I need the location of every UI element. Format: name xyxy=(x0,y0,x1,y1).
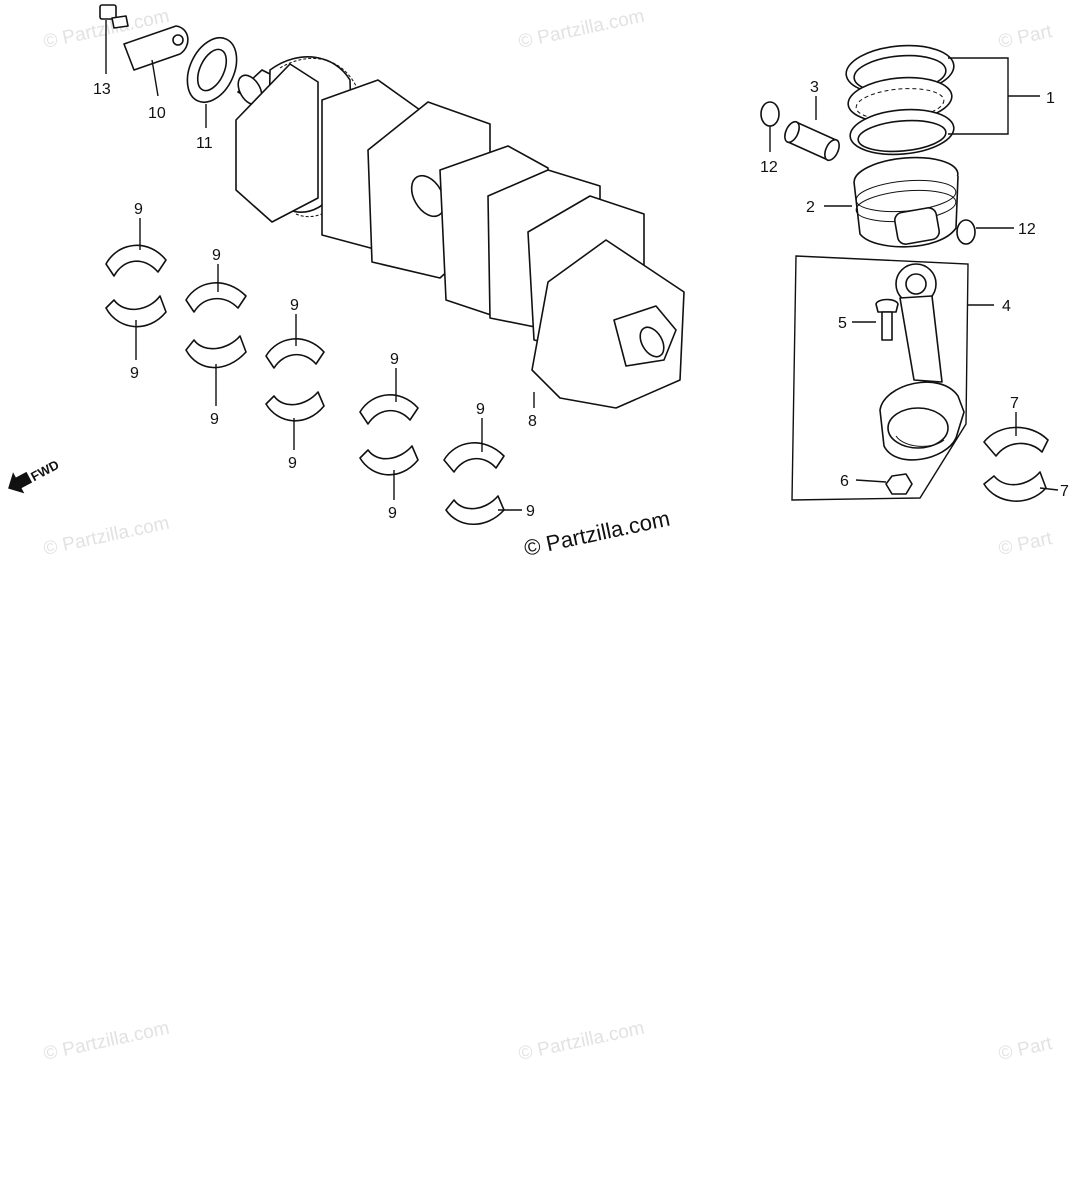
callout-1: 1 xyxy=(1046,90,1055,107)
callout-5: 5 xyxy=(838,315,847,332)
crankshaft xyxy=(235,56,685,409)
connecting-rod xyxy=(879,263,965,461)
callout-6: 6 xyxy=(840,473,849,490)
seal-plate xyxy=(123,25,189,71)
callout-9: 9 xyxy=(212,247,221,264)
fwd-label: FWD xyxy=(28,457,61,484)
piston-pin xyxy=(784,120,840,162)
callout-8: 8 xyxy=(528,413,537,430)
callout-9: 9 xyxy=(288,455,297,472)
callout-9: 9 xyxy=(476,401,485,418)
callout-3: 3 xyxy=(810,79,819,96)
piston xyxy=(853,156,959,248)
piston-pin-clip xyxy=(760,101,780,127)
callout-9: 9 xyxy=(210,411,219,428)
callout-9: 9 xyxy=(134,201,143,218)
watermark: © Partzilla.com xyxy=(517,6,647,53)
bolt xyxy=(99,4,129,29)
callout-2: 2 xyxy=(806,199,815,216)
watermark: © Part xyxy=(997,21,1055,53)
forward-arrow: FWD xyxy=(8,457,61,494)
watermark: © Part xyxy=(997,1033,1055,1065)
watermark: © Partzilla.com xyxy=(42,1018,172,1065)
callout-7: 7 xyxy=(1010,395,1019,412)
watermark: © Part xyxy=(997,528,1055,560)
callout-11: 11 xyxy=(196,135,213,152)
callout-9: 9 xyxy=(526,503,535,520)
callout-13: 13 xyxy=(93,81,111,98)
callout-9: 9 xyxy=(388,505,397,522)
watermark: © Partzilla.com xyxy=(517,1018,647,1065)
main-bearings xyxy=(105,244,505,525)
callout-7: 7 xyxy=(1060,483,1069,500)
callout-9: 9 xyxy=(290,297,299,314)
callout-4: 4 xyxy=(1002,298,1011,315)
callout-9: 9 xyxy=(390,351,399,368)
leader-lines xyxy=(105,20,1059,511)
rod-bolt xyxy=(875,298,899,341)
callout-10: 10 xyxy=(148,105,166,122)
piston-rings xyxy=(845,44,955,156)
rod-nut xyxy=(885,473,913,495)
oil-seal xyxy=(186,37,238,103)
callout-12: 12 xyxy=(1018,221,1036,238)
callouts: 13 10 11 1 3 12 2 12 4 5 6 7 7 8 9 9 9 9… xyxy=(93,79,1069,522)
connecting-rod-frame xyxy=(791,255,969,501)
partzilla-watermark: © Partzilla.com xyxy=(522,506,672,561)
piston-pin-clip xyxy=(956,219,976,245)
callout-9: 9 xyxy=(130,365,139,382)
watermark: © Partzilla.com xyxy=(42,513,172,560)
callout-12: 12 xyxy=(760,159,778,176)
rod-bearings xyxy=(983,426,1049,502)
